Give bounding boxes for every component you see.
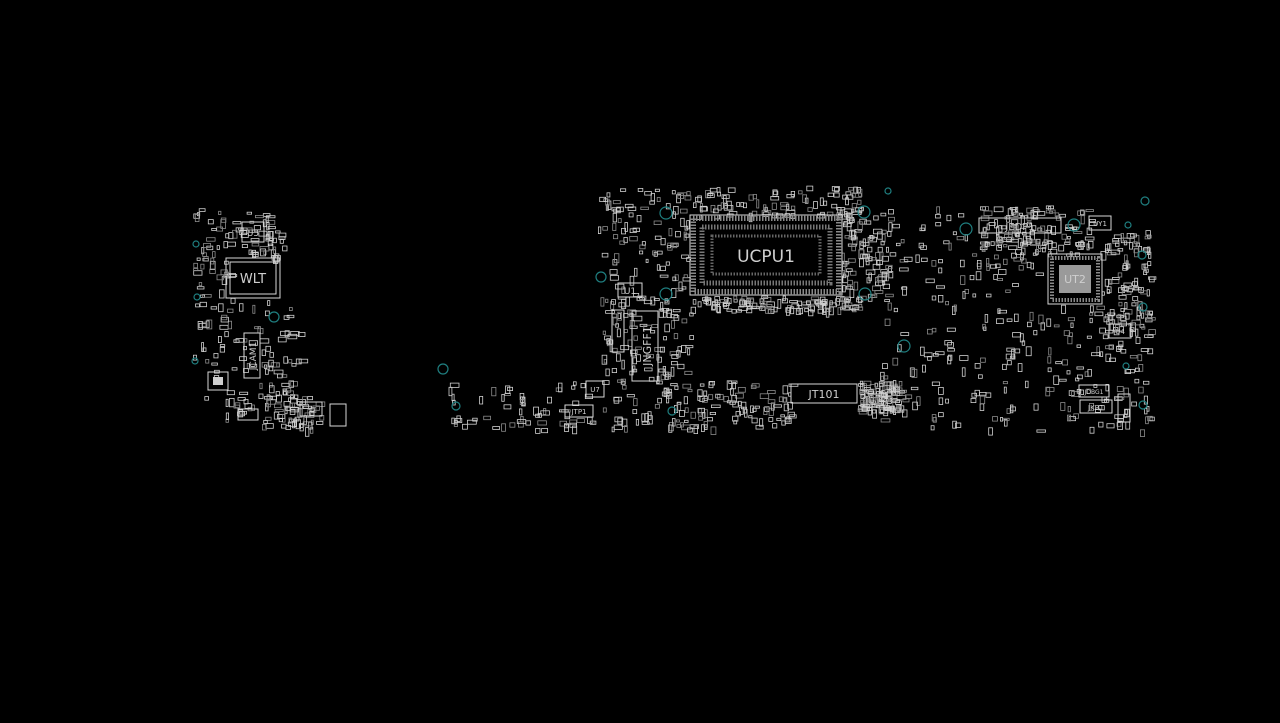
label-jngff1: JNGFF1 bbox=[641, 326, 654, 367]
component-u4[interactable] bbox=[1108, 323, 1132, 339]
component-conn-left-1[interactable] bbox=[299, 401, 323, 417]
component-wlt[interactable] bbox=[225, 257, 281, 299]
label-jkb1: JKB1 bbox=[1087, 404, 1104, 412]
main-board-region: UCPU1 U1 JNGFF1 U7 JTP1 JT101 JEDP1 UY1 … bbox=[437, 185, 1157, 437]
label-jcam1: JCAM1 bbox=[249, 342, 259, 372]
component-u7[interactable] bbox=[585, 380, 605, 398]
label-wlt: WLT bbox=[240, 272, 266, 287]
label-u4: U4 bbox=[1115, 328, 1125, 336]
left-board-region: U5 WLT JCAM1 bbox=[191, 208, 347, 437]
component-jkb1[interactable] bbox=[1079, 399, 1113, 414]
component-jcam1[interactable] bbox=[243, 332, 261, 379]
component-jtp1[interactable] bbox=[564, 404, 594, 418]
component-ucpu1[interactable] bbox=[689, 214, 843, 296]
label-ut2: UT2 bbox=[1064, 273, 1086, 286]
component-jt101[interactable] bbox=[790, 383, 858, 404]
label-jedp1: JEDP1 bbox=[1004, 222, 1034, 233]
label-uy1: UY1 bbox=[1093, 220, 1107, 228]
component-u1[interactable] bbox=[617, 282, 643, 298]
component-jdbg1[interactable] bbox=[1078, 384, 1110, 398]
component-jngff1[interactable] bbox=[631, 310, 659, 382]
label-ucpu1: UCPU1 bbox=[737, 247, 795, 267]
label-u1: U1 bbox=[624, 287, 636, 297]
component-jedp1[interactable] bbox=[978, 217, 1062, 234]
component-u5[interactable] bbox=[241, 221, 265, 243]
label-jtp1: JTP1 bbox=[570, 408, 586, 416]
component-conn-left-3[interactable] bbox=[237, 408, 259, 421]
component-chip-left[interactable] bbox=[207, 371, 229, 391]
label-u5: U5 bbox=[247, 229, 259, 239]
label-jt101: JT101 bbox=[808, 388, 840, 401]
mount-hole-via bbox=[659, 206, 673, 220]
label-u7: U7 bbox=[590, 386, 600, 394]
component-ut2[interactable] bbox=[1047, 253, 1103, 305]
component-uy1[interactable] bbox=[1088, 215, 1112, 231]
label-jdbg1: JDBG1 bbox=[1084, 389, 1104, 396]
component-conn-left-2[interactable] bbox=[329, 403, 347, 427]
